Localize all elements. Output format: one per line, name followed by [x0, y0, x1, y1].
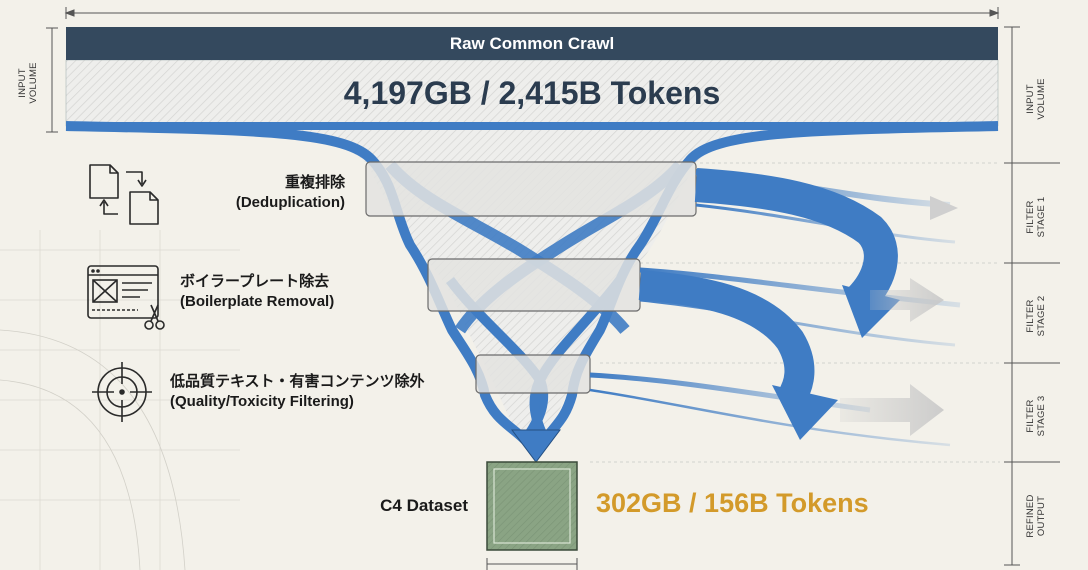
funnel-outline-left — [65, 121, 529, 444]
stage-1-side-label: FILTER STAGE 1 — [1025, 196, 1047, 238]
stage-1-label: 重複排除 (Deduplication) — [180, 173, 345, 213]
stage-2-side-label: FILTER STAGE 2 — [1025, 295, 1047, 337]
stage-3-label: 低品質テキスト・有害コンテンツ除外 (Quality/Toxicity Filt… — [170, 372, 470, 412]
output-box — [486, 461, 578, 551]
right-dimension-column — [1004, 26, 1060, 566]
input-title: Raw Common Crawl — [66, 27, 998, 60]
stage-3-side-label: FILTER STAGE 3 — [1025, 395, 1047, 437]
crosshair-target-icon — [92, 362, 152, 422]
output-name: C4 Dataset — [380, 496, 468, 515]
removed-flow-stage-3 — [589, 372, 951, 447]
input-volume-value: 4,197GB / 2,415B Tokens — [343, 74, 721, 111]
input-container — [65, 59, 999, 127]
funnel-arrow-down — [511, 429, 561, 463]
top-dimension-line — [64, 7, 1000, 19]
left-input-volume-label: INPUT VOLUME — [17, 62, 39, 104]
stage-1-label-ja: 重複排除 — [284, 174, 345, 191]
output-side-label: REFINED OUTPUT — [1025, 494, 1047, 538]
stage-1-label-en: (Deduplication) — [235, 194, 345, 211]
blueprint-background — [0, 230, 240, 570]
stage-2-label-en: (Boilerplate Removal) — [180, 293, 335, 310]
document-copy-icon — [89, 164, 159, 225]
funnel-outline-right — [540, 121, 999, 443]
stage-2-label-ja: ボイラープレート除去 — [180, 273, 330, 290]
webpage-scissors-icon — [87, 265, 165, 330]
stage-3-label-en: (Quality/Toxicity Filtering) — [170, 393, 354, 410]
stage-2-label: ボイラープレート除去 (Boilerplate Removal) — [180, 272, 378, 312]
left-dimension-line — [46, 27, 58, 133]
right-input-volume-label: INPUT VOLUME — [1025, 78, 1047, 120]
stage-3-label-ja: 低品質テキスト・有害コンテンツ除外 — [170, 373, 425, 390]
output-dimension-line — [486, 558, 578, 570]
output-value: 302GB / 156B Tokens — [596, 488, 869, 518]
